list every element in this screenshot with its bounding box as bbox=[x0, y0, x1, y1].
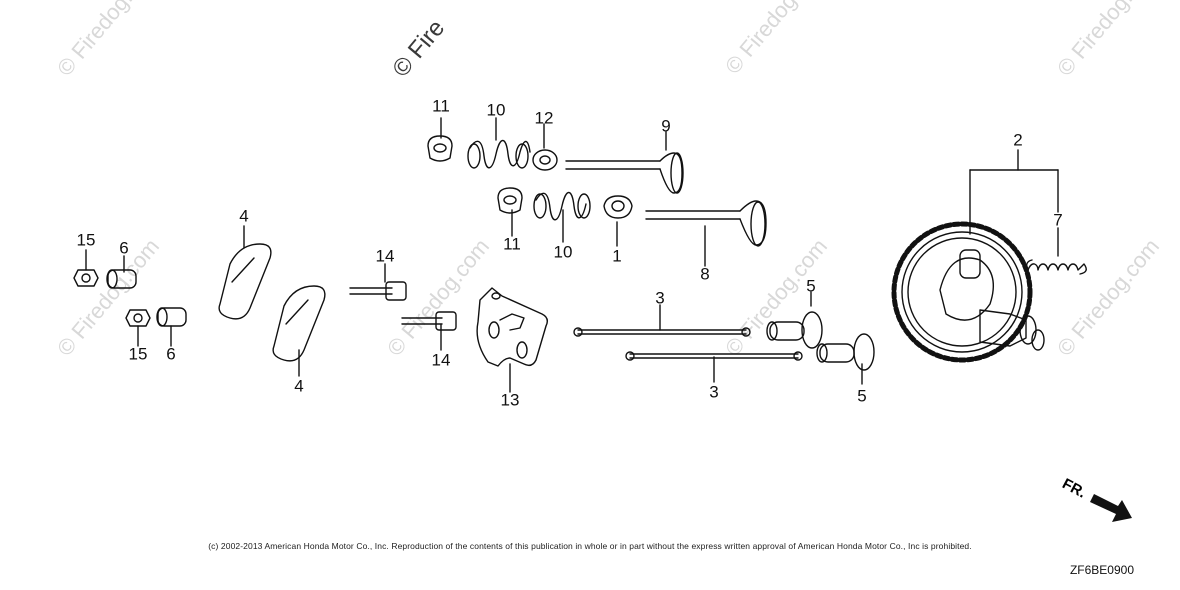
callout-label: 1 bbox=[612, 246, 622, 266]
callout-label: 15 bbox=[76, 230, 96, 250]
callout-label: 4 bbox=[294, 376, 304, 396]
callout-label: 11 bbox=[503, 234, 521, 254]
copyright-notice: (c) 2002-2013 American Honda Motor Co., … bbox=[208, 541, 972, 551]
callout-label: 2 bbox=[1013, 130, 1023, 150]
callout-label: 6 bbox=[119, 238, 129, 258]
callout-label: 13 bbox=[500, 390, 520, 410]
callout-label: 10 bbox=[486, 100, 506, 120]
callout-label: 15 bbox=[128, 344, 148, 364]
callout-label: 9 bbox=[661, 116, 671, 136]
callout-label: 12 bbox=[534, 108, 554, 128]
callout-label: 3 bbox=[655, 288, 665, 308]
callout-label: 7 bbox=[1053, 210, 1063, 230]
callout-label: 4 bbox=[239, 206, 249, 226]
callout-label: 11 bbox=[432, 96, 450, 116]
callout-label: 5 bbox=[806, 276, 816, 296]
front-arrow-icon bbox=[1090, 494, 1132, 522]
callout-label: 3 bbox=[709, 382, 719, 402]
diagram-code: ZF6BE0900 bbox=[1069, 563, 1134, 577]
callout-label: 10 bbox=[553, 242, 573, 262]
callout-label: 14 bbox=[375, 246, 395, 266]
callout-label: 8 bbox=[700, 264, 710, 284]
callout-label: 5 bbox=[857, 386, 867, 406]
callout-label: 14 bbox=[431, 350, 451, 370]
callout-label: 6 bbox=[166, 344, 176, 364]
